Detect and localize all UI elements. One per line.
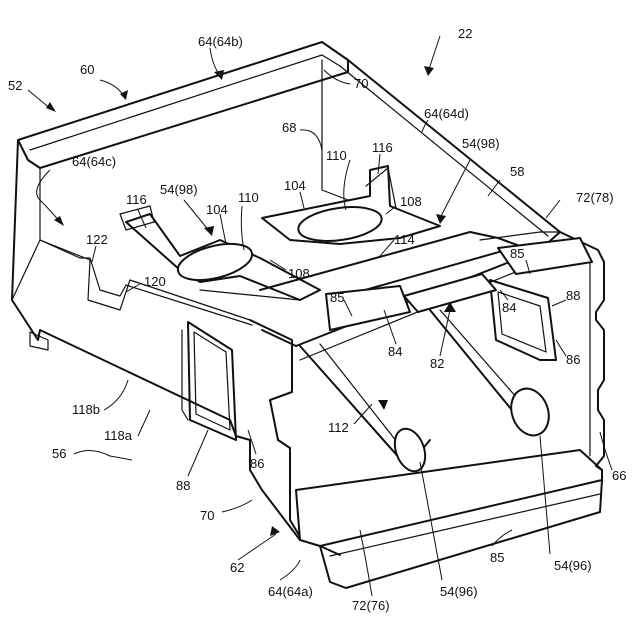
leader-104-right [300, 192, 304, 208]
label-114: 114 [394, 232, 415, 247]
label-108-left: 108 [288, 266, 310, 281]
leader-122 [92, 246, 96, 262]
leader-72-76 [360, 530, 372, 596]
label-54-96-bottom: 54(96) [440, 584, 478, 599]
label-82: 82 [430, 356, 444, 371]
label-60: 60 [80, 62, 94, 77]
label-68: 68 [282, 120, 296, 135]
label-72-78: 72(78) [576, 190, 614, 205]
label-62: 62 [230, 560, 244, 575]
label-70-bottom: 70 [200, 508, 214, 523]
label-85-right: 85 [510, 246, 524, 261]
label-66: 66 [612, 468, 626, 483]
label-56: 56 [52, 446, 66, 461]
leader-110-left [241, 206, 244, 250]
label-112: 112 [328, 420, 349, 435]
label-64c: 64(64c) [72, 154, 116, 169]
lower-spring-contacts [300, 310, 555, 475]
leader-118a [138, 410, 150, 436]
leader-88-left [188, 430, 208, 476]
label-64d: 64(64d) [424, 106, 469, 121]
label-104-left: 104 [206, 202, 228, 217]
label-58: 58 [510, 164, 524, 179]
leader-64a [280, 560, 300, 580]
leader-110-right [344, 160, 350, 210]
label-110-right: 110 [326, 148, 347, 163]
label-54-96-right: 54(96) [554, 558, 592, 573]
label-110-left: 110 [238, 190, 259, 205]
leader-72-78 [546, 200, 560, 218]
leader-66 [600, 432, 612, 470]
label-85-bottom: 85 [490, 550, 504, 565]
label-122: 122 [86, 232, 108, 247]
label-54-98-right: 54(98) [462, 136, 500, 151]
label-118a: 118a [104, 428, 133, 443]
label-88-left: 88 [176, 478, 190, 493]
label-104-right: 104 [284, 178, 306, 193]
leader-62 [238, 534, 276, 560]
leader-118b [104, 380, 128, 410]
label-116-right: 116 [372, 140, 393, 155]
leader-70-bottom [222, 500, 252, 512]
leader-112 [354, 404, 372, 424]
leader-116-right [378, 154, 380, 174]
leader-22 [428, 36, 440, 72]
leader-86-right [556, 340, 566, 356]
label-84-right: 84 [502, 300, 516, 315]
leader-68 [300, 130, 322, 150]
label-72-76: 72(76) [352, 598, 390, 613]
leader-88-right [552, 300, 566, 306]
label-120: 120 [144, 274, 166, 289]
leader-60 [100, 80, 124, 96]
label-86-left: 86 [250, 456, 264, 471]
label-108-right: 108 [400, 194, 422, 209]
label-85-mid: 85 [330, 290, 344, 305]
label-116-left: 116 [126, 192, 147, 207]
label-54-98-left: 54(98) [160, 182, 198, 197]
label-88-right: 88 [566, 288, 580, 303]
leader-54-98-right [440, 160, 470, 218]
leader-56 [74, 450, 132, 460]
label-86-right: 86 [566, 352, 580, 367]
label-70-top: 70 [354, 76, 368, 91]
label-84-mid: 84 [388, 344, 402, 359]
label-64a: 64(64a) [268, 584, 313, 599]
label-64b: 64(64b) [198, 34, 243, 49]
shell-body [12, 42, 604, 588]
label-52: 52 [8, 78, 22, 93]
label-118b: 118b [72, 402, 100, 417]
label-22: 22 [458, 26, 472, 41]
